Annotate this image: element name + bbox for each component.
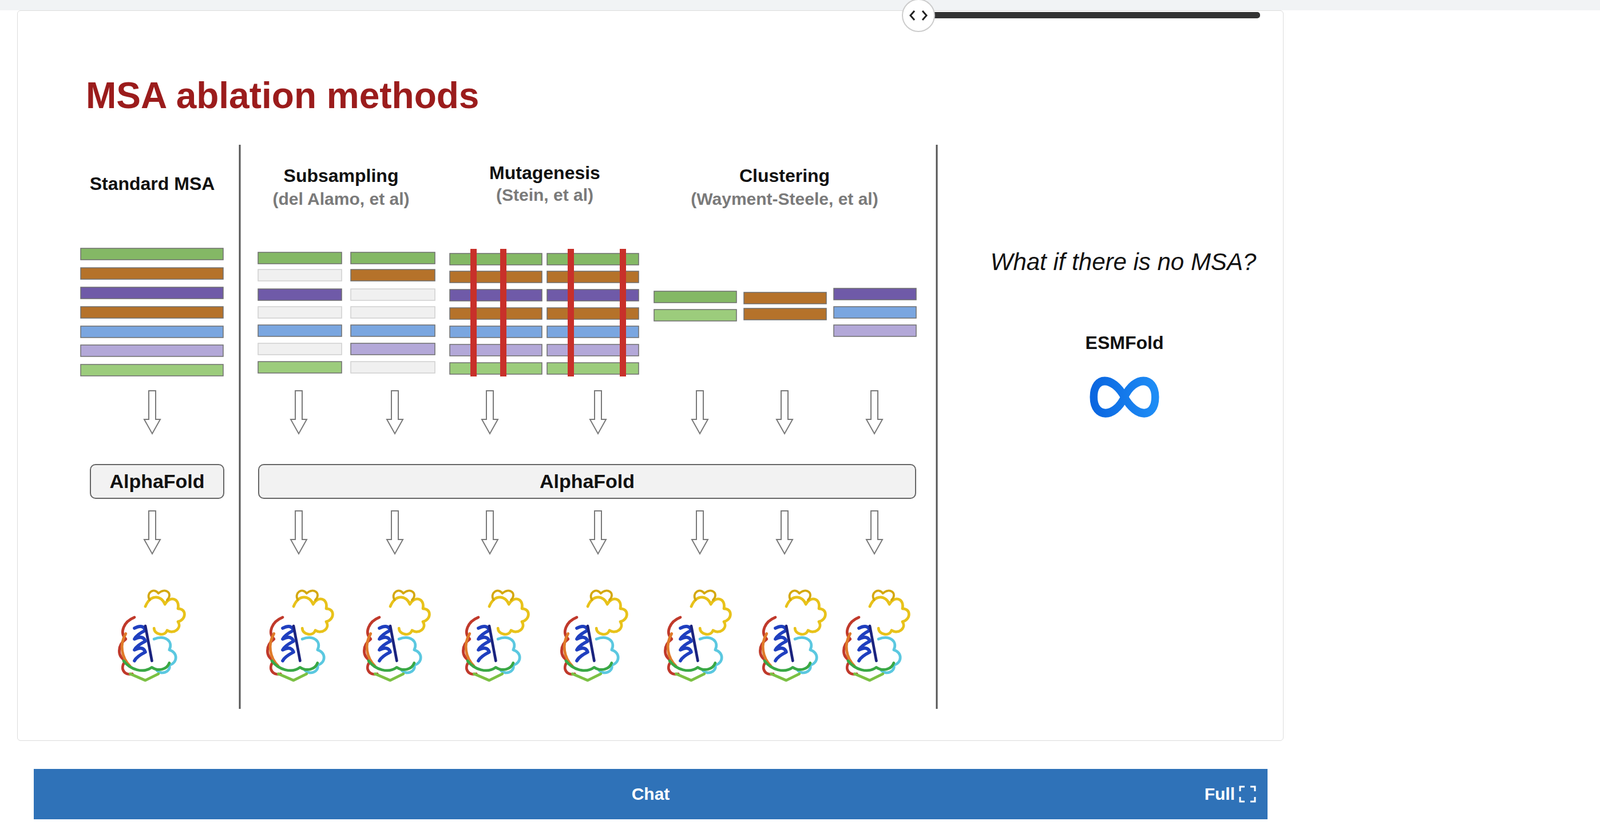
protein-structure [664,590,731,681]
down-arrow [481,390,498,434]
msa-sequence [743,292,827,304]
msa-sequence [80,287,224,299]
down-arrow [866,511,883,554]
protein-structures [119,590,909,681]
slider-knob [902,0,935,32]
divider [239,144,241,710]
msa-bars [80,248,917,376]
citation: (del Alamo, et al) [272,189,410,210]
msa-sequence [654,309,737,322]
down-arrow [866,390,883,434]
column-heading: Clustering [739,165,830,187]
down-arrow [776,511,793,554]
down-arrow [691,511,708,554]
msa-sequence [350,361,435,374]
fullscreen-icon [1238,785,1257,803]
down-arrow [386,390,403,434]
msa-sequence [833,288,917,300]
msa-sequence [258,252,342,264]
msa-sequence [350,288,435,301]
model-box: AlphaFold [258,464,917,499]
msa-sequence [258,325,342,337]
down-arrow [481,511,498,554]
msa-sequence [449,362,542,375]
msa-sequence [80,267,224,280]
msa-sequence [743,308,827,320]
protein-structure [267,590,333,681]
msa-sequence [350,306,435,319]
model-name: AlphaFold [539,470,635,493]
chat-title: Chat [631,784,671,805]
msa-sequence [449,289,542,302]
protein-structure [759,590,826,681]
protein-structure [843,590,909,681]
msa-sequence [258,343,342,355]
msa-sequence [833,306,917,319]
slide-title: MSA ablation methods [85,74,479,118]
slider-track [918,12,1261,19]
msa-sequence [449,307,542,320]
question-text: What if there is no MSA? [990,248,1257,276]
divider [936,144,938,710]
msa-sequence [654,291,737,303]
down-arrow [144,511,161,554]
mutation-columns [470,248,627,377]
column-heading: Standard MSA [89,173,216,195]
msa-sequence [350,325,435,337]
column-heading: Mutagenesis [489,162,601,184]
model-box: AlphaFold [89,464,225,499]
down-arrow [589,390,607,434]
model-name: ESMFold [1085,332,1164,354]
msa-sequence [80,364,224,376]
fullscreen-label: Full [1204,784,1235,805]
fullscreen-corners [1240,786,1255,802]
down-arrow [589,511,607,554]
down-arrow [144,390,161,434]
down-arrow [691,390,708,434]
msa-sequence [258,306,342,319]
msa-sequence [833,325,917,337]
meta-logo [1093,381,1156,414]
msa-sequence [258,361,342,374]
down-arrow [776,390,793,434]
protein-structure [561,590,627,681]
protein-structure [462,590,529,681]
msa-sequence [449,344,542,356]
chat-bar: Chat Full [33,769,1268,820]
down-arrow [386,511,403,554]
msa-sequence [449,253,542,265]
msa-sequence [80,326,224,338]
slider-arrows [910,10,927,21]
top-strip [0,0,1600,11]
citation: (Wayment-Steele, et al) [690,189,878,210]
protein-structure [119,590,185,681]
msa-sequence [80,345,224,357]
msa-sequence [80,306,224,319]
msa-sequence [350,269,435,281]
msa-sequence [449,271,542,283]
msa-sequence [80,248,224,260]
msa-sequence [258,288,342,301]
msa-sequence [350,252,435,264]
citation: (Stein, et al) [496,185,594,206]
model-name: AlphaFold [109,470,205,493]
protein-structure [363,590,430,681]
msa-sequence [350,343,435,355]
msa-sequence [258,269,342,281]
down-arrow [290,511,307,554]
down-arrow [290,390,307,434]
column-heading: Subsampling [283,165,399,187]
msa-sequence [449,326,542,338]
